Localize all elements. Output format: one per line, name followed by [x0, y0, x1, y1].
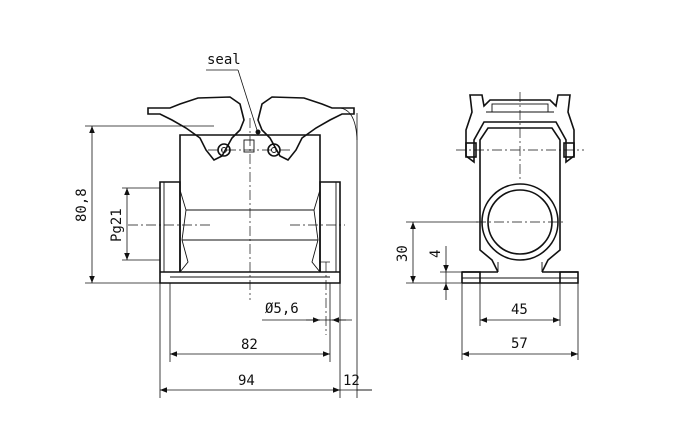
dim-base-thickness: 4 [428, 246, 449, 300]
seal-callout: seal [206, 52, 258, 131]
front-right-lever [257, 96, 355, 162]
side-base-plate [461, 271, 579, 284]
dim-width-inner: 82 [170, 337, 330, 357]
dim-edge-offset-label: 12 [343, 373, 360, 389]
dim-base-thickness-label: 4 [428, 250, 444, 258]
dim-thread: Pg21 [109, 188, 130, 260]
seal-point [255, 129, 261, 135]
front-housing-body [179, 134, 321, 272]
dim-width-outer: 94 12 [160, 373, 372, 393]
front-left-lever [147, 96, 245, 162]
dim-side-height-label: 30 [395, 245, 411, 262]
dim-side-inner-width: 45 [480, 302, 560, 323]
dim-height-total: 80,8 [74, 126, 95, 283]
dim-side-height: 30 [395, 222, 416, 283]
front-view [128, 96, 355, 335]
dim-hole-diameter: Ø5,6 [262, 301, 352, 323]
dim-side-inner-width-label: 45 [511, 302, 528, 318]
dim-width-inner-label: 82 [241, 337, 258, 353]
seal-label: seal [207, 52, 241, 68]
dim-side-outer-width: 57 [462, 336, 578, 357]
side-view [456, 92, 584, 284]
dim-height-total-label: 80,8 [74, 188, 90, 222]
front-extension-lines [85, 107, 358, 398]
dim-width-outer-label: 94 [238, 373, 255, 389]
front-left-flange [159, 181, 181, 272]
dim-thread-label: Pg21 [109, 208, 125, 242]
dim-side-outer-width-label: 57 [511, 336, 528, 352]
dim-hole-diameter-label: Ø5,6 [265, 301, 299, 317]
front-right-flange [319, 181, 341, 272]
side-extension-lines [406, 221, 579, 360]
